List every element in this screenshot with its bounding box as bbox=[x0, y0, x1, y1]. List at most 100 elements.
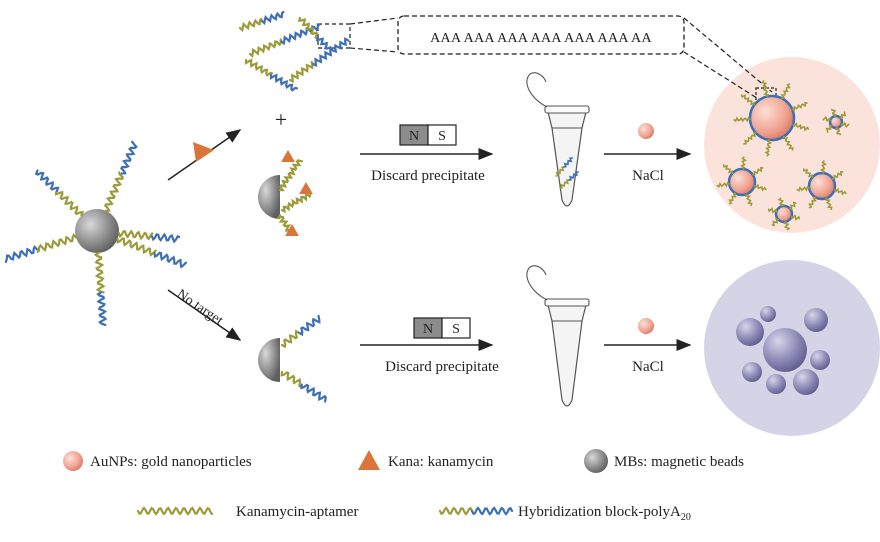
magnet-top bbox=[399, 124, 457, 146]
polyA-segment bbox=[120, 140, 138, 175]
aunp-aptamer-arm bbox=[819, 160, 827, 174]
polyA-segment bbox=[153, 251, 187, 269]
magnet-bottom bbox=[413, 317, 471, 339]
aunp-aptamer-arm bbox=[825, 197, 833, 211]
aunp-aptamer-arm bbox=[745, 193, 753, 207]
polyA-segment bbox=[269, 73, 299, 92]
aunp-particle bbox=[807, 171, 837, 201]
aunp-drop-top bbox=[638, 123, 654, 139]
half-bead-bottom bbox=[258, 338, 280, 382]
legend-hybrid-sub: 20 bbox=[681, 512, 691, 523]
sequence-callout bbox=[397, 15, 685, 55]
aunp-aptamer-arm bbox=[771, 217, 779, 227]
aunp-aptamer-arm bbox=[840, 122, 850, 128]
legend-aunp-icon bbox=[63, 451, 83, 471]
aptamer-segment bbox=[555, 166, 565, 177]
aunp-aptamer-arm bbox=[791, 101, 808, 112]
aunp-particle bbox=[774, 204, 794, 224]
aunp-aptamer-arm bbox=[722, 164, 734, 174]
aunp-aptamer-arm bbox=[753, 183, 767, 192]
legend-kana-label: Kana: kanamycin bbox=[388, 454, 494, 470]
callout-source-box bbox=[317, 23, 351, 49]
aunp-aptamer-arm bbox=[839, 111, 847, 120]
magnet-top-n: N bbox=[409, 129, 419, 144]
aptamer-segment bbox=[54, 190, 85, 217]
callout-line-4 bbox=[683, 51, 761, 101]
plus-sign: + bbox=[275, 107, 287, 132]
aunp-aptamer-arm bbox=[743, 132, 757, 145]
aunp-aptamer-arm bbox=[831, 170, 844, 180]
aggregated-aunp bbox=[760, 306, 776, 322]
polyA-segment bbox=[96, 291, 108, 326]
aptamer-segment bbox=[93, 251, 106, 294]
tube-top bbox=[526, 72, 590, 207]
aunp-aptamer-arm bbox=[796, 185, 810, 192]
aggregated-aunp bbox=[804, 308, 828, 332]
tube-bottom bbox=[526, 265, 590, 407]
aptamer-segment bbox=[297, 16, 319, 40]
polyA-segment bbox=[568, 171, 579, 181]
kana-bound-1 bbox=[281, 150, 295, 162]
callout-line-3 bbox=[683, 17, 773, 93]
aunp-aptamer-arm bbox=[751, 166, 764, 176]
aunp-aptamer-arm bbox=[802, 168, 814, 178]
polyA-segment bbox=[563, 157, 573, 168]
aunp-aptamer-arm bbox=[834, 127, 842, 136]
aunp-aptamer-arm bbox=[830, 108, 838, 117]
aunp-aptamer-arm bbox=[790, 214, 801, 221]
aptamer-segment bbox=[238, 17, 263, 33]
aptamer-segment bbox=[559, 179, 570, 189]
aptamer-segment bbox=[36, 233, 78, 253]
aggregated-aunp bbox=[736, 318, 764, 346]
aunp-aptamer-arm bbox=[728, 192, 737, 205]
magnet-top-s: S bbox=[438, 129, 446, 144]
polyA-segment bbox=[312, 36, 350, 68]
discard-label-top: Discard precipitate bbox=[371, 168, 485, 184]
aunp-aptamer-arm bbox=[733, 116, 751, 123]
kana-bound-3 bbox=[285, 224, 299, 236]
callout-line-2 bbox=[349, 47, 399, 53]
polyA-segment bbox=[315, 36, 332, 51]
kana-triangle-arrow bbox=[193, 142, 214, 162]
aptamer-segment bbox=[248, 38, 282, 58]
arrow-no-target bbox=[167, 289, 242, 341]
aunp-aptamer-arm bbox=[740, 94, 756, 106]
aunp-particle bbox=[748, 94, 796, 142]
aptamer-segment bbox=[280, 370, 302, 388]
sequence-label: AAA AAA AAA AAA AAA AAA AA bbox=[430, 31, 652, 46]
polyA-segment bbox=[4, 244, 38, 263]
aggregated-aunp bbox=[766, 374, 786, 394]
aunp-aptamer-arm bbox=[825, 124, 833, 133]
aunp-aptamer-arm bbox=[777, 197, 786, 207]
legend-aptamer-icon bbox=[136, 506, 214, 516]
aunp-aptamer-arm bbox=[764, 139, 773, 157]
legend-mb-icon bbox=[584, 449, 608, 473]
aunp-aptamer-arm bbox=[833, 187, 847, 196]
legend-mb-label: MBs: magnetic beads bbox=[614, 454, 744, 470]
legend-aunp-label: AuNPs: gold nanoparticles bbox=[90, 454, 252, 470]
aunp-aptamer-arm bbox=[808, 196, 817, 209]
nacl-label-top: NaCl bbox=[632, 168, 664, 184]
aunp-aptamer-arm bbox=[716, 181, 730, 188]
aptamer-segment bbox=[280, 329, 301, 349]
aunp-aptamer-arm bbox=[739, 156, 747, 170]
kana-bound-2 bbox=[299, 182, 313, 194]
aptamer-segment bbox=[116, 237, 157, 257]
aptamer-segment bbox=[117, 229, 154, 241]
legend-aptamer-label: Kanamycin-aptamer bbox=[236, 504, 358, 520]
legend-hybrid-icon-aptamer bbox=[438, 506, 474, 516]
aptamer-segment bbox=[280, 191, 312, 214]
polyA-segment bbox=[260, 10, 285, 26]
aggregated-aunp bbox=[742, 362, 762, 382]
aunp-aptamer-arm bbox=[789, 201, 797, 211]
aunp-aptamer-arm bbox=[792, 122, 810, 132]
aunp-aptamer-arm bbox=[822, 116, 832, 122]
aunp-particle bbox=[828, 114, 844, 130]
aunp-drop-bottom bbox=[638, 318, 654, 334]
polyA-segment bbox=[150, 232, 181, 244]
aptamer-segment bbox=[288, 60, 314, 84]
legend-kana-icon bbox=[358, 450, 380, 470]
aptamer-segment bbox=[103, 171, 124, 212]
